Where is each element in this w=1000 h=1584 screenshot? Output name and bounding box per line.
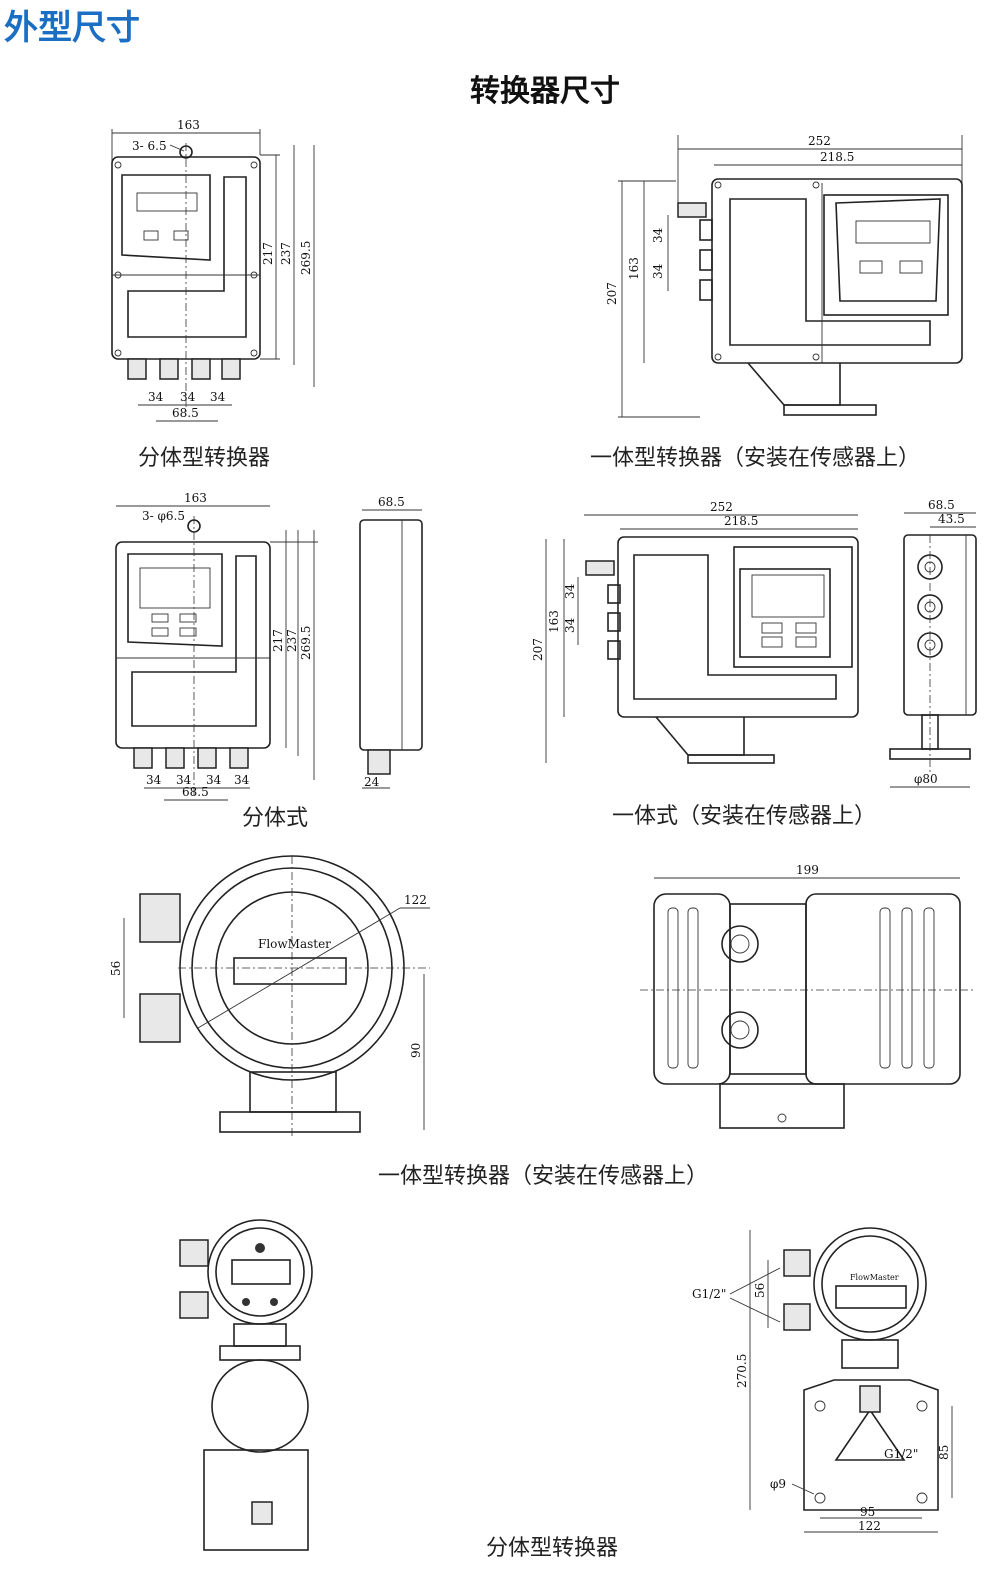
dim-f2-h207: 207 — [605, 282, 619, 305]
dim-f1-s3: 34 — [210, 390, 226, 404]
figure-round-converter-front: FlowMaster 122 56 90 — [109, 855, 430, 1136]
dim-f3-side-b: 24 — [364, 775, 380, 789]
dim-f3-s1: 34 — [146, 773, 162, 787]
caption-f3: 分体式 — [242, 806, 309, 831]
dim-f6-w95: 95 — [860, 1505, 875, 1519]
caption-f5: 一体型转换器（安装在传感器上） — [378, 1164, 709, 1189]
dim-f3-side-w: 68.5 — [378, 495, 405, 509]
dim-f2-v1: 34 — [651, 227, 665, 243]
caption-f1: 分体型转换器 — [138, 446, 271, 471]
dim-f1-s2: 34 — [180, 390, 196, 404]
dim-f6-thread1: G1/2" — [692, 1287, 726, 1301]
dim-f6-v56: 56 — [753, 1283, 767, 1298]
dim-f6-v85: 85 — [937, 1445, 951, 1460]
caption-f6: 分体型转换器 — [486, 1536, 619, 1561]
dim-f4-v1: 34 — [563, 583, 577, 599]
figure-remote-type-front-side: 163 3- φ6.5 217 237 269.5 34 34 34 34 68… — [115, 491, 423, 801]
dim-f3-width: 163 — [184, 491, 207, 505]
caption-f2: 一体型转换器（安装在传感器上） — [590, 446, 921, 471]
dim-f3-h217: 217 — [271, 629, 285, 652]
dim-f1-h237: 237 — [279, 242, 293, 265]
dim-f6-w122: 122 — [858, 1519, 881, 1533]
figure-remote-converter-bracket: FlowMaster G1/2" 56 270.5 G1/2" 85 φ9 95… — [692, 1227, 953, 1533]
brand-f5: FlowMaster — [258, 937, 331, 951]
dim-f2-w218: 218.5 — [820, 150, 854, 164]
dim-f1-h217: 217 — [261, 242, 275, 265]
dim-f1-s4: 68.5 — [172, 406, 199, 420]
dim-f4-h163: 163 — [547, 610, 561, 633]
figure-integral-type-front-side: 252 218.5 207 163 34 34 68.5 43.5 φ80 — [531, 498, 977, 788]
figure-remote-converter-round-front — [179, 1219, 313, 1551]
dim-f4-h207: 207 — [531, 638, 545, 661]
dim-f6-thread2: G1/2" — [884, 1447, 918, 1461]
dim-f2-h163: 163 — [627, 257, 641, 280]
dim-f4-base: φ80 — [914, 772, 938, 786]
dim-f2-w252: 252 — [808, 134, 831, 148]
dim-f1-width: 163 — [177, 118, 200, 132]
dim-f3-s3: 34 — [206, 773, 222, 787]
figure-round-converter-side: 199 — [640, 863, 976, 1129]
dim-f1-s1: 34 — [148, 390, 164, 404]
dim-f6-hole: φ9 — [770, 1477, 786, 1491]
dim-f5-h90: 90 — [409, 1043, 423, 1058]
dim-f3-s2: 34 — [176, 773, 192, 787]
figure-integral-converter-front: 252 218.5 207 163 34 34 — [605, 134, 963, 418]
dim-f4-v2: 34 — [563, 617, 577, 633]
dim-f1-h269: 269.5 — [299, 241, 313, 275]
dim-f1-hole: 3- 6.5 — [132, 139, 167, 153]
dim-f3-s5: 68.5 — [182, 785, 209, 799]
dim-f3-s4: 34 — [234, 773, 250, 787]
brand-f6: FlowMaster — [850, 1273, 899, 1282]
caption-f4: 一体式（安装在传感器上） — [612, 804, 877, 829]
section-title: 转换器尺寸 — [470, 74, 620, 109]
dim-f4-w252: 252 — [710, 500, 733, 514]
dim-f5-w199: 199 — [796, 863, 819, 877]
dim-f4-side-w2: 43.5 — [938, 512, 965, 526]
page-title: 外型尺寸 — [4, 8, 140, 48]
dim-f5-v56: 56 — [109, 961, 123, 976]
dim-f4-side-w1: 68.5 — [928, 498, 955, 512]
dim-f6-h270: 270.5 — [735, 1354, 749, 1388]
dim-f5-dia: 122 — [404, 893, 427, 907]
dim-f3-h237: 237 — [285, 629, 299, 652]
dim-f3-h269: 269.5 — [299, 626, 313, 660]
dim-f4-w218: 218.5 — [724, 514, 758, 528]
dim-f3-hole: 3- φ6.5 — [142, 509, 185, 523]
dim-f2-v2: 34 — [651, 263, 665, 279]
figure-remote-converter-front: 163 3- 6.5 217 237 269.5 34 34 34 68.5 — [111, 118, 315, 422]
